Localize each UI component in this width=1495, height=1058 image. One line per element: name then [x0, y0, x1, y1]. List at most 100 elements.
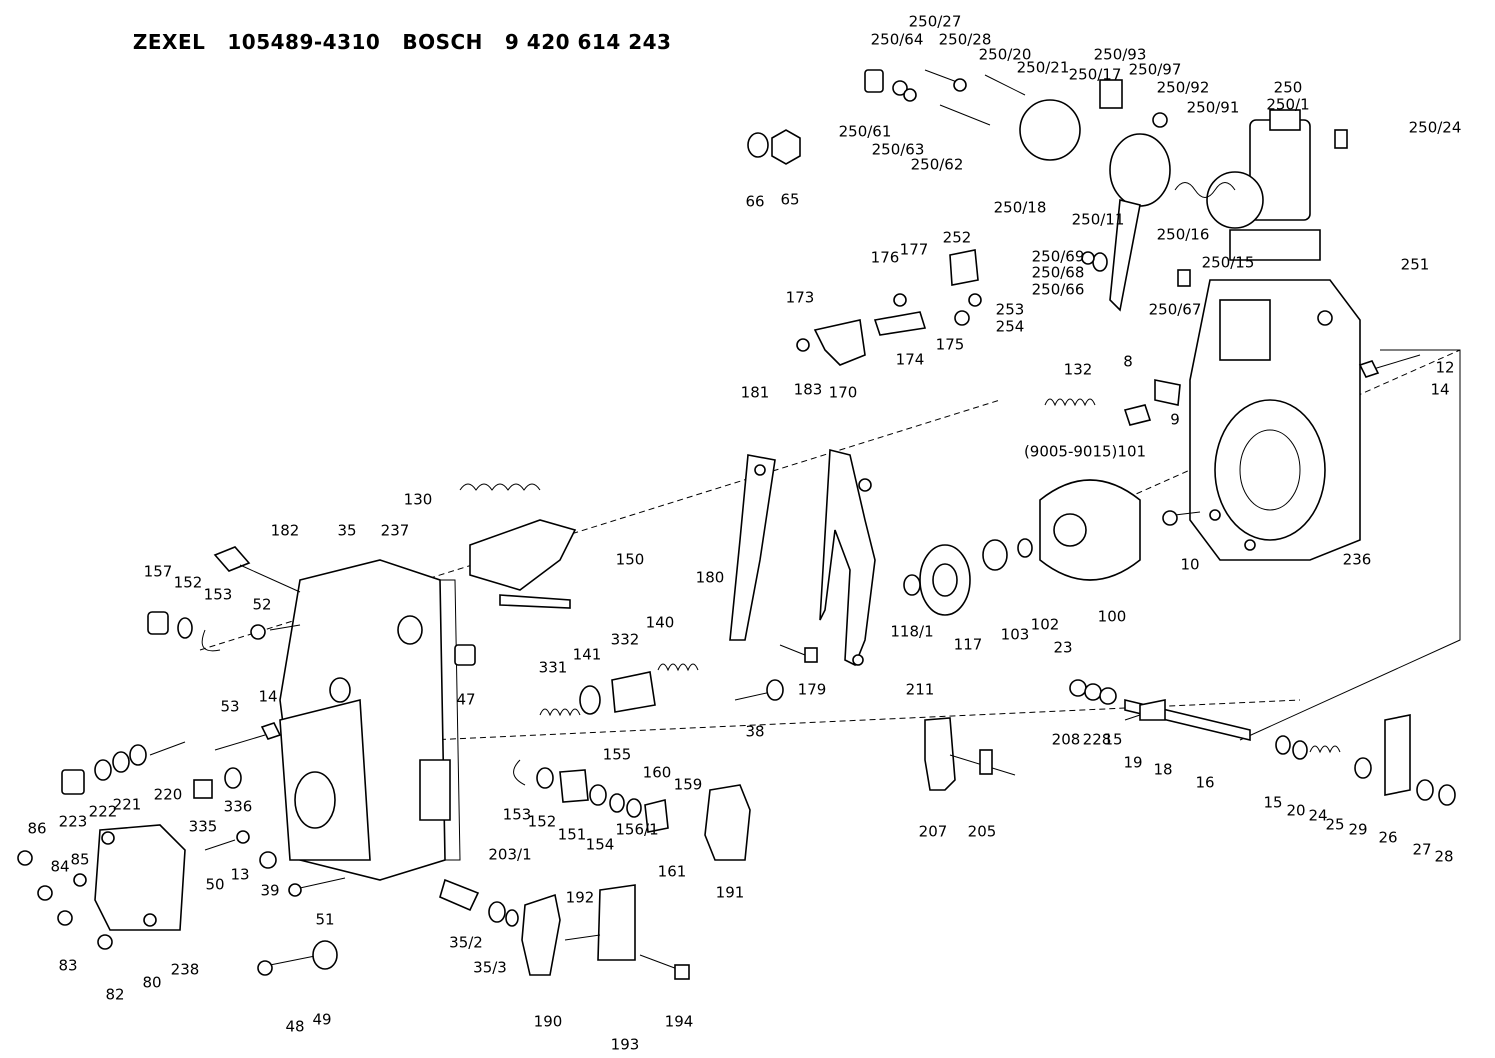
part-label: 254: [995, 317, 1025, 336]
part-label: 52: [252, 595, 272, 614]
part-label: 26: [1378, 828, 1398, 847]
part-label: 39: [260, 881, 280, 900]
part-label: 181: [740, 383, 770, 402]
part-label: 12: [1435, 358, 1455, 377]
lever-bracket-173-177: [796, 249, 1191, 366]
part-label: 102: [1030, 615, 1060, 634]
part-label: 205: [967, 822, 997, 841]
part-label: 250/20: [978, 45, 1032, 64]
part-label: 10: [1180, 555, 1200, 574]
part-label: 160: [642, 763, 672, 782]
part-label: 250/11: [1071, 210, 1125, 229]
part-label: 180: [695, 568, 725, 587]
part-label: 183: [793, 380, 823, 399]
part-label: 130: [403, 490, 433, 509]
part-label: 86: [27, 819, 47, 838]
part-label: 151: [557, 825, 587, 844]
part-label: 208: [1051, 730, 1081, 749]
part-label: 156/1: [615, 820, 659, 839]
part-label: 35/2: [449, 933, 483, 952]
part-label: 250: [1273, 78, 1303, 97]
pump-housing-35: [279, 559, 461, 881]
part-label: 250/67: [1148, 300, 1202, 319]
part-label: 250/27: [908, 12, 962, 31]
part-label: 25: [1325, 815, 1345, 834]
part-label: 65: [780, 190, 800, 209]
header-brand-bosch: BOSCH: [402, 30, 483, 54]
part-label: 66: [745, 192, 765, 211]
part-label: 236: [1342, 550, 1372, 569]
part-label: 153: [502, 805, 532, 824]
part-label: 174: [895, 350, 925, 369]
part-label: 250/91: [1186, 98, 1240, 117]
part-label: 18: [1153, 760, 1173, 779]
part-label: 250/28: [938, 30, 992, 49]
part-label: 331: [538, 658, 568, 677]
tensioning-lever-181: [729, 454, 776, 641]
flyweight-assembly-100: [903, 479, 1141, 616]
nut-65-washer-66: [747, 129, 801, 165]
part-label: 23: [1053, 638, 1073, 657]
part-label: (9005-9015)101: [1023, 442, 1147, 461]
part-label: 100: [1097, 607, 1127, 626]
part-label: 191: [715, 883, 745, 902]
part-label: 14: [258, 687, 278, 706]
part-label: 28: [1434, 847, 1454, 866]
part-label: 48: [285, 1017, 305, 1036]
part-label: 176: [870, 248, 900, 267]
header-part-number-zexel: 105489-4310: [227, 30, 381, 54]
part-label: 152: [527, 812, 557, 831]
spring-130-bracket-150: [459, 483, 577, 609]
part-label: 80: [142, 973, 162, 992]
part-label: 223: [58, 812, 88, 831]
small-fasteners: [17, 546, 476, 976]
cover-238: [94, 824, 186, 931]
part-label: 29: [1348, 820, 1368, 839]
header-brand-zexel: ZEXEL: [132, 30, 206, 54]
part-label: 251: [1400, 255, 1430, 274]
part-label: 103: [1000, 625, 1030, 644]
part-label: 157: [143, 562, 173, 581]
part-label: 250/66: [1031, 280, 1085, 299]
part-label: 335: [188, 817, 218, 836]
part-label: 220: [153, 785, 183, 804]
part-label: 8: [1123, 352, 1133, 371]
part-label: 250/21: [1016, 58, 1070, 77]
part-label: 182: [270, 521, 300, 540]
part-label: 179: [797, 680, 827, 699]
part-label: 141: [572, 645, 602, 664]
part-label: 250/62: [910, 155, 964, 174]
part-label: 222: [88, 802, 118, 821]
part-label: 14: [1430, 380, 1450, 399]
part-label: 38: [745, 722, 765, 741]
part-label: 238: [170, 960, 200, 979]
part-label: 155: [602, 745, 632, 764]
part-label: 250/61: [838, 122, 892, 141]
part-label: 170: [828, 383, 858, 402]
part-label: 152: [173, 573, 203, 592]
part-label: 35: [337, 521, 357, 540]
lower-center-parts: [439, 717, 1016, 980]
part-label: 27: [1412, 840, 1432, 859]
part-label: 24: [1308, 806, 1328, 825]
part-label: 177: [899, 240, 929, 259]
part-label: 250/63: [871, 140, 925, 159]
part-label: 192: [565, 888, 595, 907]
part-label: 332: [610, 630, 640, 649]
part-label: 194: [664, 1012, 694, 1031]
part-label: 193: [610, 1035, 640, 1054]
part-label: 161: [657, 862, 687, 881]
part-label: 250/18: [993, 198, 1047, 217]
part-label: 13: [230, 865, 250, 884]
part-label: 250/16: [1156, 225, 1210, 244]
part-label: 19: [1123, 753, 1143, 772]
part-label: 250/93: [1093, 45, 1147, 64]
shaft-16-assembly: [1044, 354, 1456, 806]
part-label: 132: [1063, 360, 1093, 379]
part-label: 51: [315, 910, 335, 929]
part-label: 250/69: [1031, 247, 1085, 266]
part-label: 211: [905, 680, 935, 699]
